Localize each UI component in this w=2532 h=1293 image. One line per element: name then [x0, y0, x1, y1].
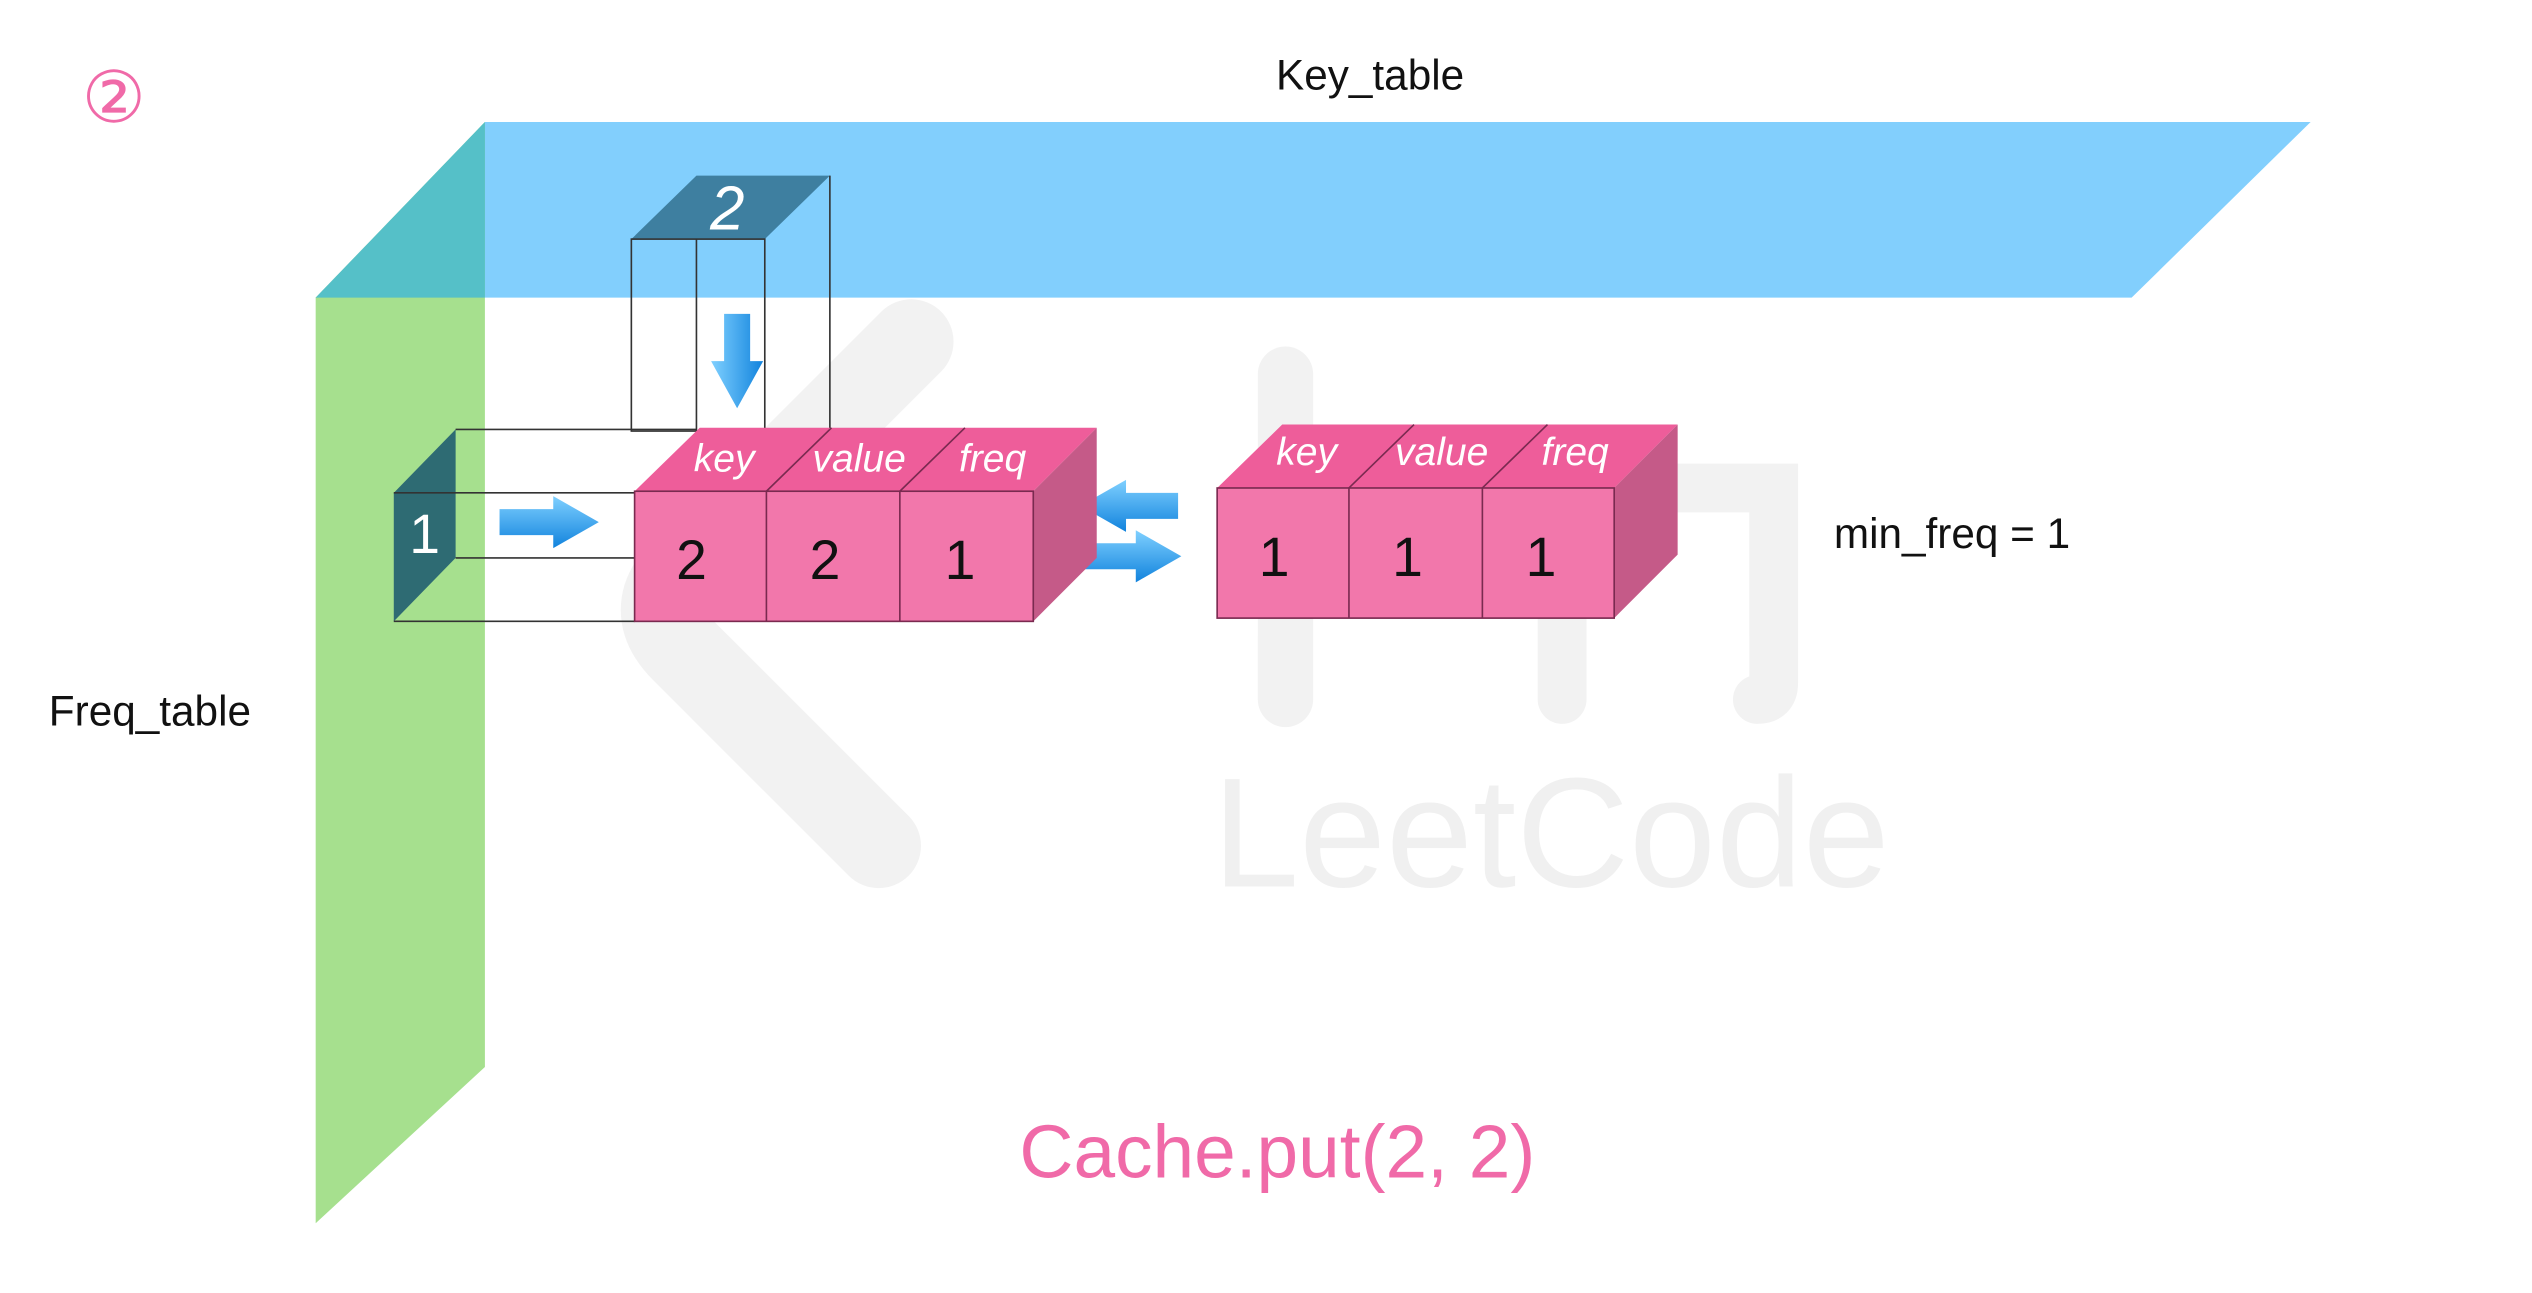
arrow-right-icon — [1083, 530, 1182, 583]
node-value: 2 — [810, 529, 841, 591]
key-table-plane — [315, 121, 2311, 298]
key-table-label: Key_table — [1276, 51, 1464, 98]
node-header-value: value — [1395, 431, 1488, 474]
cache-node: key value freq 2 2 1 — [633, 427, 1097, 623]
caption: Cache.put(2, 2) — [1019, 1110, 1535, 1194]
node-header-freq: freq — [959, 438, 1027, 481]
node-key: 1 — [1259, 526, 1290, 588]
freq-table-plane — [315, 121, 485, 1224]
node-header-key: key — [694, 438, 757, 481]
node-header-value: value — [812, 438, 905, 481]
node-key: 2 — [676, 529, 707, 591]
node-header-key: key — [1276, 431, 1339, 474]
watermark-text: LeetCode — [1212, 747, 1889, 921]
key-table-slot: 2 — [630, 174, 831, 432]
plane-overlap — [315, 121, 485, 298]
freq-table-label: Freq_table — [49, 687, 251, 734]
arrow-right-icon — [499, 496, 599, 549]
key-slot-label: 2 — [709, 174, 744, 243]
node-header-freq: freq — [1541, 431, 1609, 474]
cache-node: key value freq 1 1 1 — [1216, 423, 1678, 619]
arrow-down-icon — [711, 313, 764, 409]
min-freq-label: min_freq = 1 — [1834, 510, 2070, 557]
freq-slot-label: 1 — [409, 503, 440, 565]
step-marker: ② — [82, 58, 146, 138]
arrow-left-icon — [1080, 479, 1179, 532]
node-value: 1 — [1392, 526, 1423, 588]
freq-table-slot: 1 — [393, 428, 697, 623]
node-freq: 1 — [945, 529, 976, 591]
node-freq: 1 — [1526, 526, 1557, 588]
